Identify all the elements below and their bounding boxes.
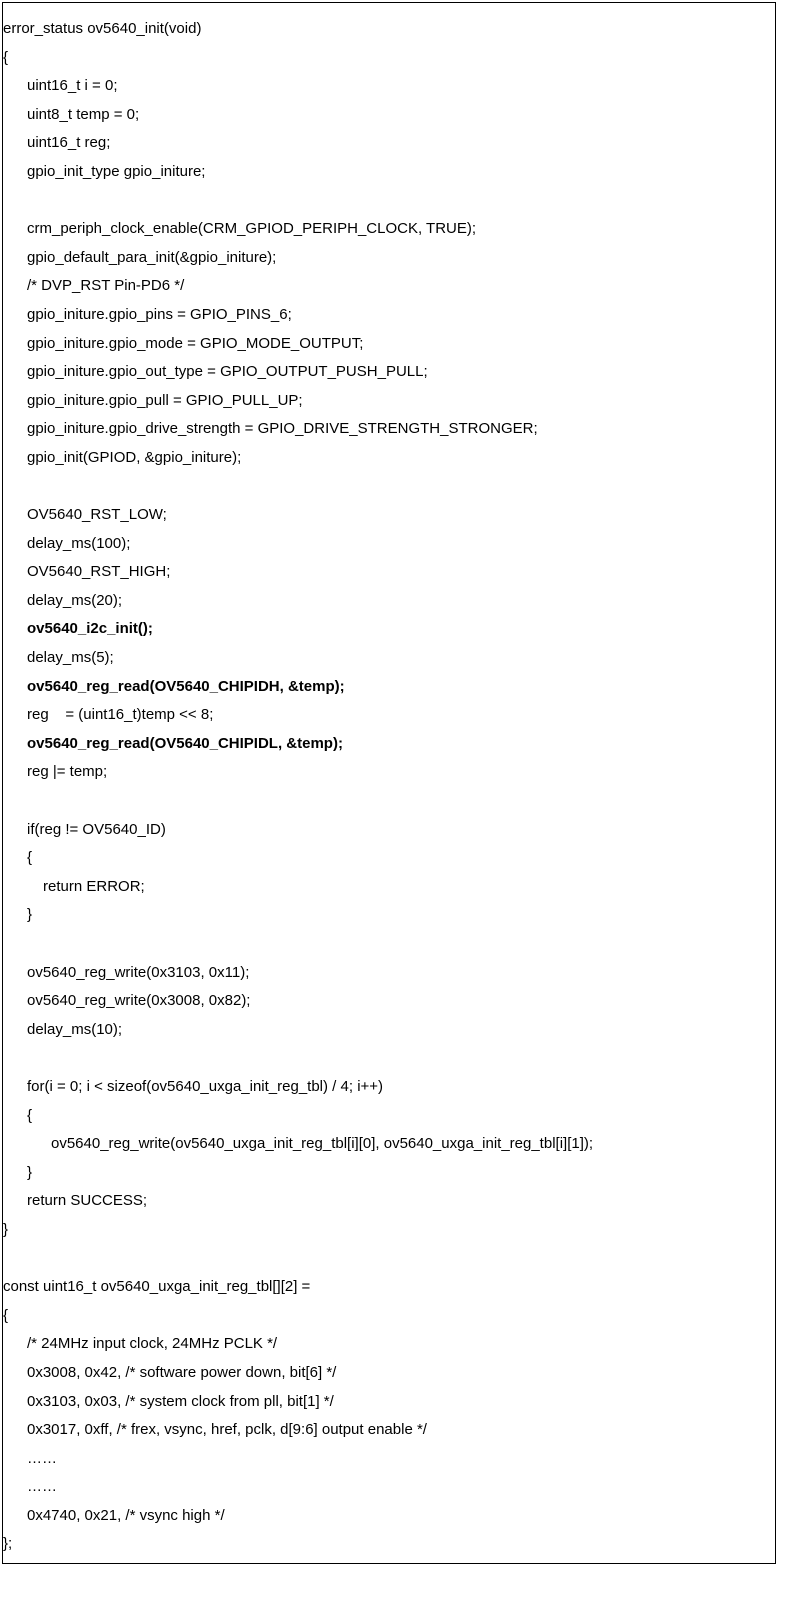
code-line: uint16_t reg; (27, 134, 111, 152)
code-line: error_status ov5640_init(void) (3, 20, 202, 37)
code-line: } (27, 1163, 33, 1181)
blank-line (3, 1044, 777, 1073)
code-line: gpio_init_type gpio_initure; (27, 162, 206, 180)
code-line: 0x3017, 0xff, /* frex, vsync, href, pclk… (27, 1421, 427, 1439)
code-line: for(i = 0; i < sizeof(ov5640_uxga_init_r… (27, 1077, 384, 1095)
code-line: OV5640_RST_LOW; (27, 506, 167, 524)
code-line: const uint16_t ov5640_uxga_init_reg_tbl[… (3, 1278, 311, 1296)
code-line: delay_ms(100); (27, 534, 131, 552)
code-line: ov5640_reg_write(ov5640_uxga_init_reg_tb… (51, 1135, 594, 1153)
code-line: 0x3008, 0x42, /* software power down, bi… (27, 1363, 337, 1381)
code-line: { (3, 48, 9, 66)
code-line: ov5640_reg_write(0x3008, 0x82); (27, 992, 251, 1010)
code-line: reg |= temp; (27, 763, 108, 781)
code-line: }; (3, 1535, 13, 1553)
code-line: { (27, 1106, 33, 1124)
blank-line (3, 930, 777, 959)
code-lines: error_status ov5640_init(void) { uint16_t … (3, 15, 777, 1559)
blank-line (3, 473, 777, 502)
code-line: 0x3103, 0x03, /* system clock from pll, … (27, 1392, 334, 1410)
code-line: } (27, 906, 33, 924)
code-line: gpio_initure.gpio_drive_strength = GPIO_… (27, 420, 538, 438)
code-line: /* 24MHz input clock, 24MHz PCLK */ (27, 1335, 278, 1353)
code-line: gpio_default_para_init(&gpio_initure); (27, 248, 277, 266)
blank-line (3, 787, 777, 816)
code-line: delay_ms(20); (27, 591, 123, 609)
code-line: crm_periph_clock_enable(CRM_GPIOD_PERIPH… (27, 220, 477, 238)
code-line: ov5640_reg_write(0x3103, 0x11); (27, 963, 250, 981)
code-line: ov5640_i2c_init(); (27, 620, 153, 638)
code-line: { (3, 1306, 9, 1324)
code-line: …… (27, 1449, 57, 1467)
code-line: uint8_t temp = 0; (27, 105, 140, 123)
code-line: if(reg != OV5640_ID) (27, 820, 166, 838)
code-line: …… (27, 1478, 57, 1496)
code-line: ov5640_reg_read(OV5640_CHIPIDH, &temp); (27, 677, 345, 695)
code-line: gpio_initure.gpio_mode = GPIO_MODE_OUTPU… (27, 334, 364, 352)
code-line: gpio_initure.gpio_pins = GPIO_PINS_6; (27, 305, 292, 323)
code-line: uint16_t i = 0; (27, 77, 118, 95)
blank-line (3, 187, 777, 216)
code-line: { (27, 849, 33, 867)
code-line: return SUCCESS; (27, 1192, 148, 1210)
code-line: gpio_initure.gpio_out_type = GPIO_OUTPUT… (27, 363, 428, 381)
code-line: OV5640_RST_HIGH; (27, 563, 171, 581)
code-line: return ERROR; (43, 877, 145, 895)
code-listing-box: error_status ov5640_init(void) { uint16_t … (2, 2, 776, 1564)
code-line: } (3, 1220, 9, 1238)
blank-line (3, 1245, 777, 1274)
code-line: reg = (uint16_t)temp << 8; (27, 706, 214, 724)
code-line: /* DVP_RST Pin-PD6 */ (27, 277, 185, 295)
code-line: 0x4740, 0x21, /* vsync high */ (27, 1506, 225, 1524)
code-line: delay_ms(5); (27, 649, 114, 667)
code-line: gpio_initure.gpio_pull = GPIO_PULL_UP; (27, 391, 303, 409)
code-line: delay_ms(10); (27, 1020, 123, 1038)
code-line: ov5640_reg_read(OV5640_CHIPIDL, &temp); (27, 734, 343, 752)
code-line: gpio_init(GPIOD, &gpio_initure); (27, 448, 242, 466)
